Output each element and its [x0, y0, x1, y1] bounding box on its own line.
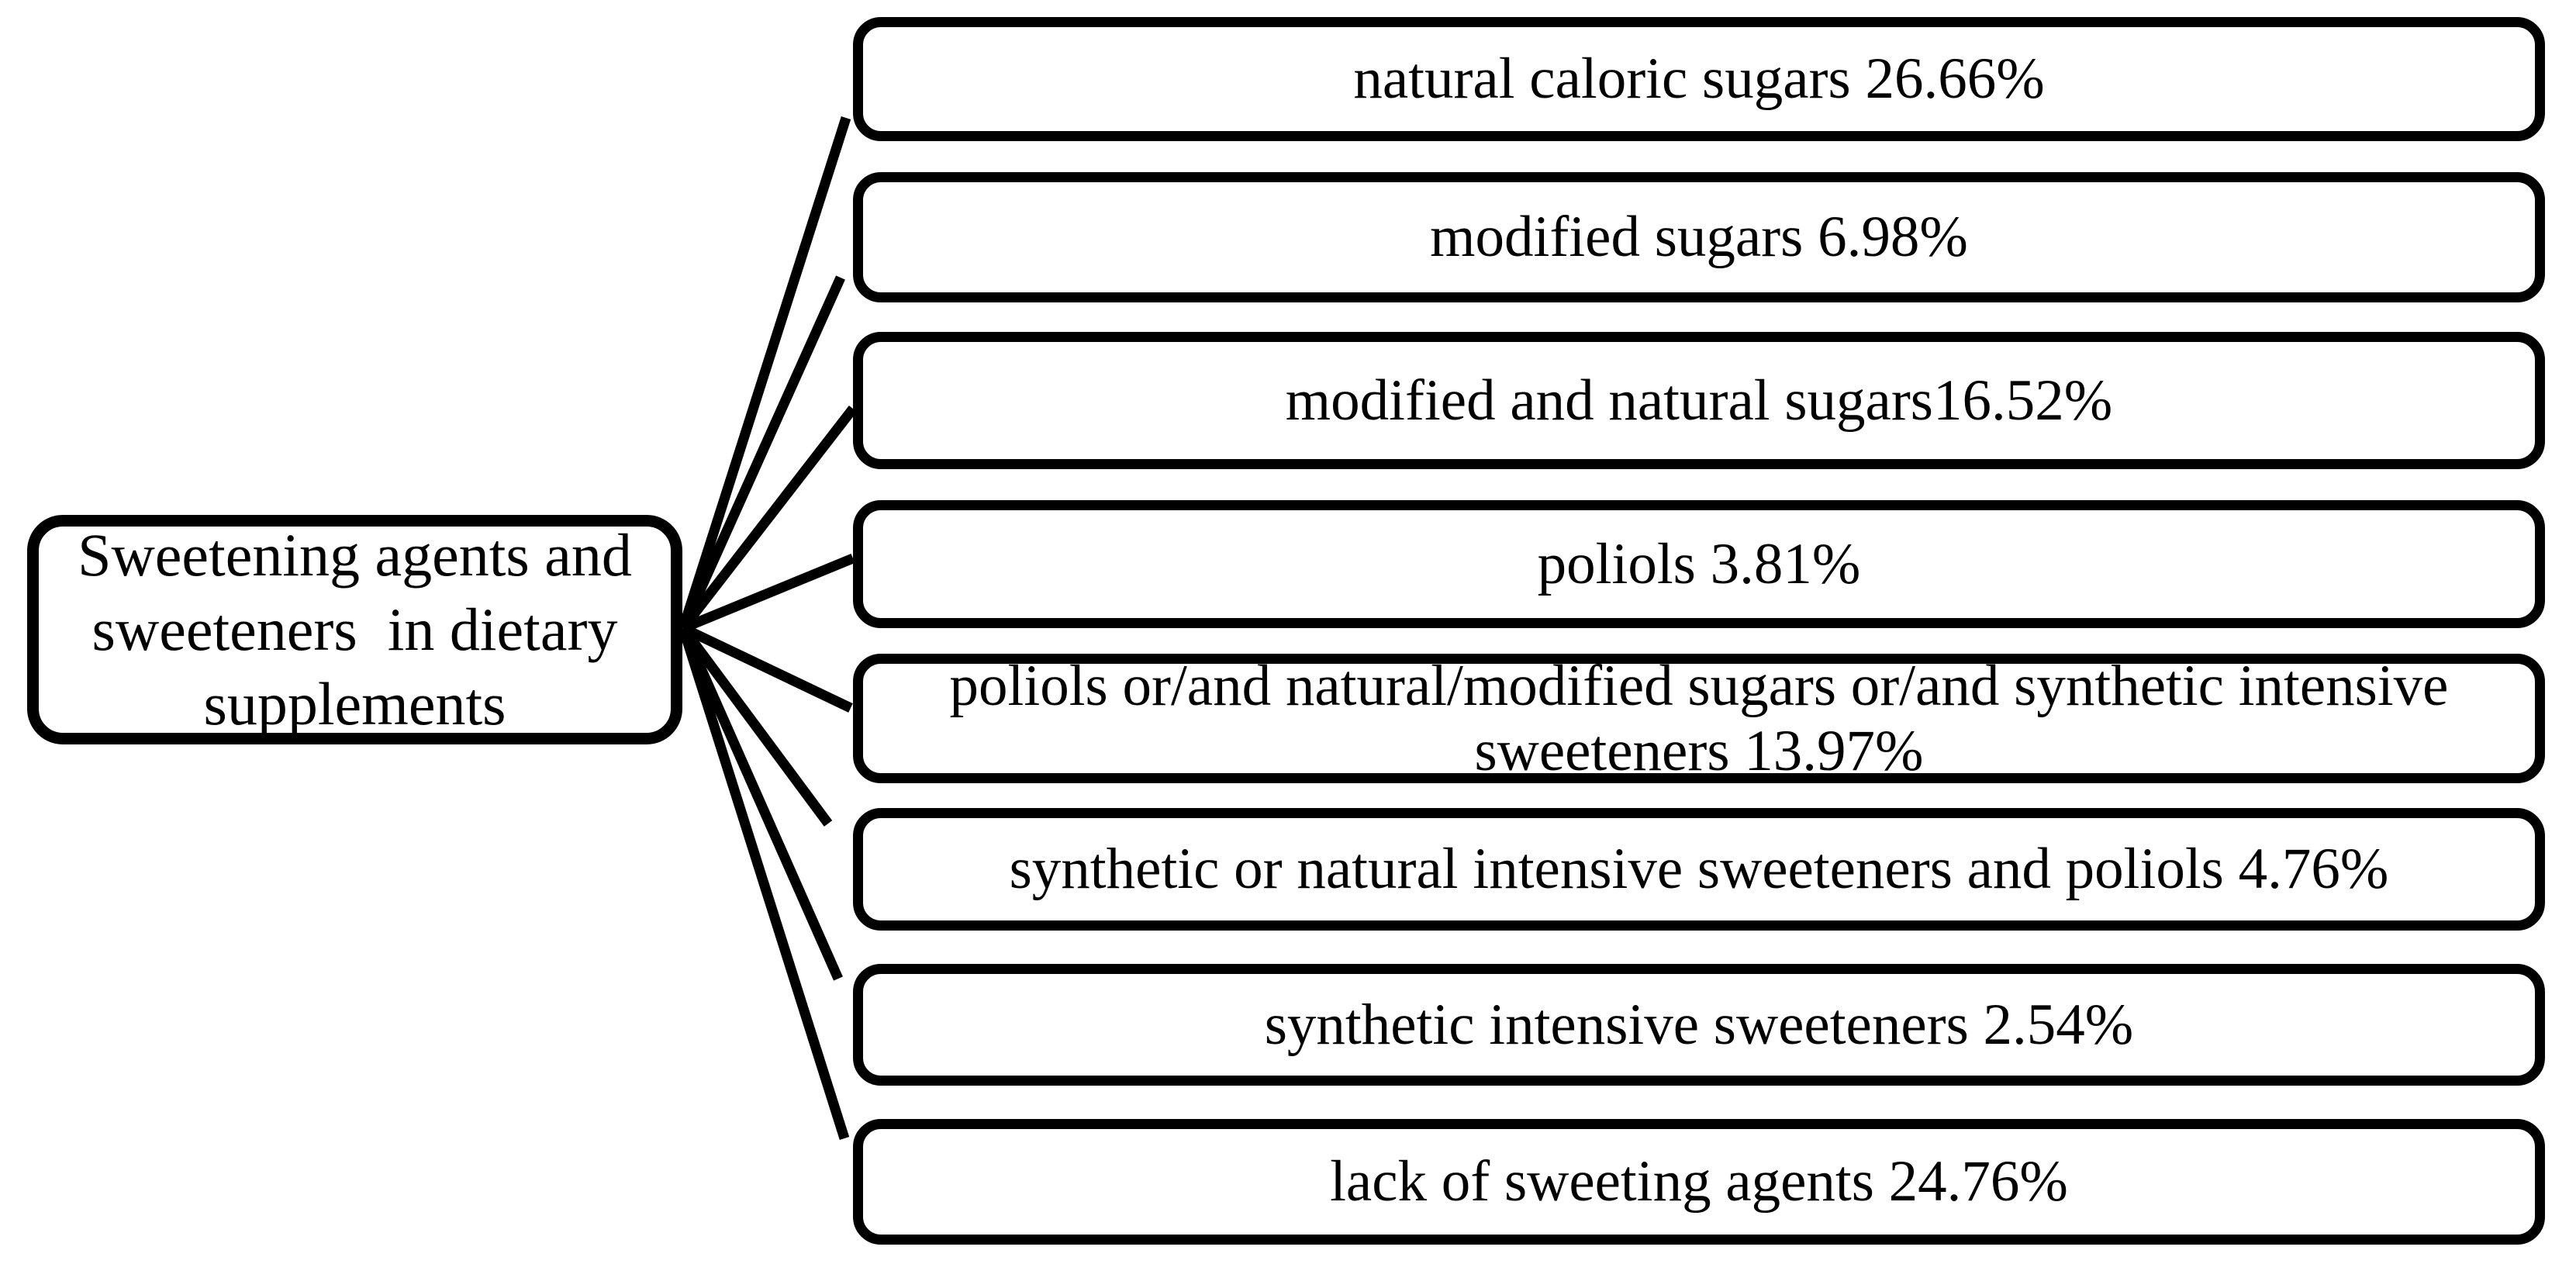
connector-line-2 [679, 275, 845, 630]
category-box-poliols-sugars-synthetic-sweeteners: poliols or/and natural/modified sugars o… [853, 654, 2545, 783]
category-box-modified-and-natural-sugars: modified and natural sugars16.52% [853, 332, 2545, 469]
category-box-synthetic-or-natural-intensive-sweeteners-and-poliols: synthetic or natural intensive sweetener… [853, 808, 2545, 931]
connector-line-6 [679, 625, 833, 827]
connector-line-4 [681, 553, 855, 634]
connector-line-8 [678, 627, 850, 1140]
connector-line-7 [679, 626, 843, 981]
category-box-synthetic-intensive-sweeteners: synthetic intensive sweeteners 2.54% [853, 964, 2545, 1086]
category-label: synthetic intensive sweeteners 2.54% [1264, 992, 2134, 1057]
category-label: synthetic or natural intensive sweetener… [1009, 837, 2389, 901]
category-label: poliols or/and natural/modified sugars o… [949, 653, 2449, 783]
category-box-natural-caloric-sugars: natural caloric sugars 26.66% [853, 17, 2545, 141]
connector-line-3 [679, 406, 858, 631]
root-box-label-line-2: sweeteners in dietary [92, 596, 618, 663]
connector-line-5 [681, 623, 853, 713]
root-box-label-line-3: supplements [203, 670, 506, 737]
root-box: Sweetening agents and sweeteners in diet… [27, 515, 682, 744]
connector-line-1 [678, 116, 851, 630]
category-box-poliols: poliols 3.81% [853, 500, 2545, 628]
category-box-modified-sugars: modified sugars 6.98% [853, 172, 2545, 302]
root-box-label-line-1: Sweetening agents and [78, 521, 632, 589]
category-label: poliols 3.81% [1537, 531, 1861, 596]
category-label: modified sugars 6.98% [1430, 205, 1968, 269]
category-label: natural caloric sugars 26.66% [1353, 47, 2045, 111]
category-label: modified and natural sugars16.52% [1285, 368, 2113, 433]
category-label: lack of sweeting agents 24.76% [1330, 1149, 2068, 1214]
category-box-lack-of-sweeting-agents: lack of sweeting agents 24.76% [853, 1119, 2545, 1245]
